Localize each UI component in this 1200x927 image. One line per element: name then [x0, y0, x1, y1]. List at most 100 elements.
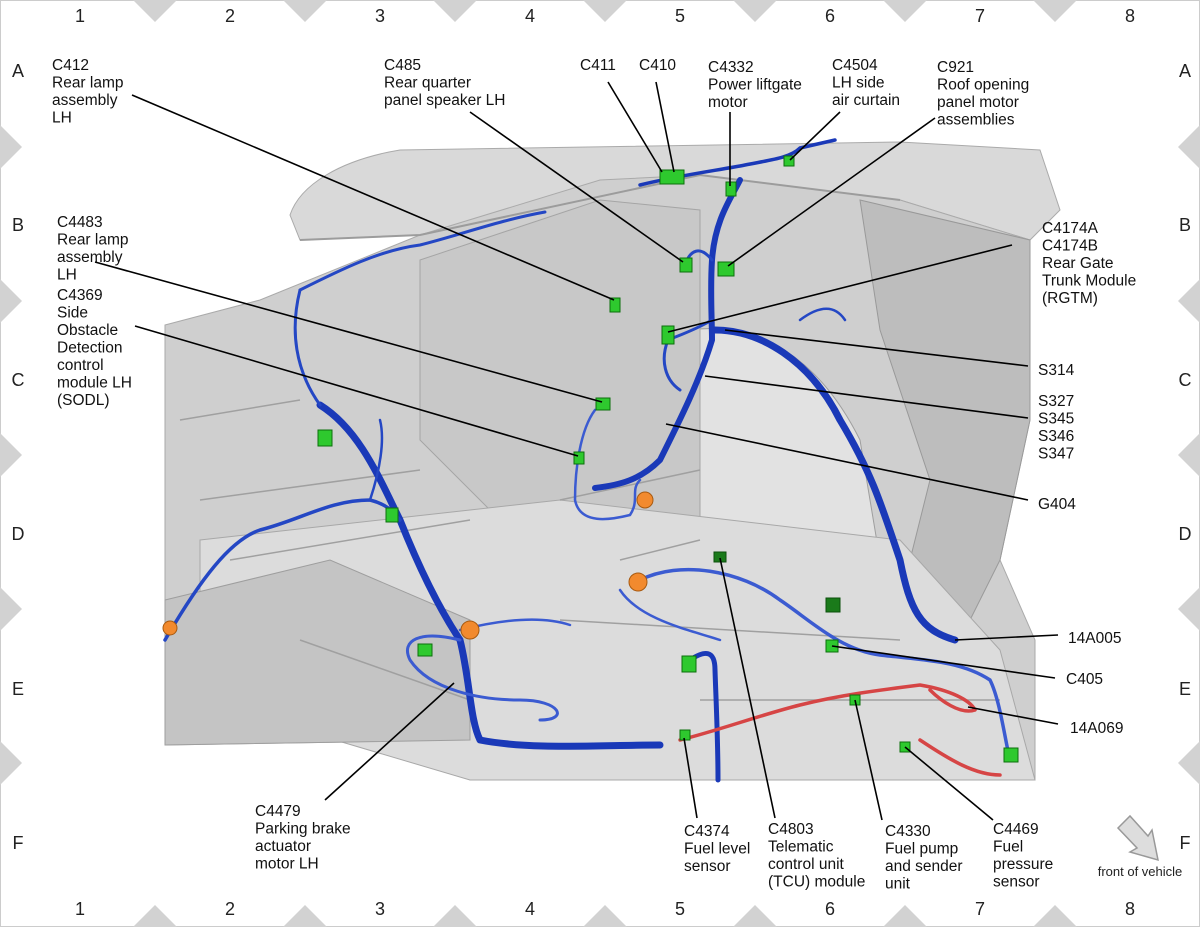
ground-terminal-floor	[628, 572, 648, 592]
callout-text-line: C412	[52, 57, 89, 74]
grid-marker-top	[433, 0, 477, 22]
grid-marker-right	[1178, 433, 1200, 477]
harness-center-loop	[573, 408, 642, 521]
callout-text-line: Rear lamp	[57, 232, 129, 249]
callout-text-line: 14A069	[1070, 720, 1123, 737]
grid-marker-left	[0, 587, 22, 631]
grid-marker-top	[583, 0, 627, 22]
callout-text-line: unit	[885, 876, 911, 893]
callout-text-line: C4330	[885, 823, 931, 840]
callout-text-line: C4374	[684, 823, 730, 840]
leader-lines	[94, 81, 1059, 821]
grid-marker-top	[283, 0, 327, 22]
callout-text-line: Detection	[57, 340, 122, 357]
leader-c405	[831, 645, 1056, 679]
leader-c4369	[134, 325, 579, 457]
callout-text-line: S347	[1038, 446, 1074, 463]
callout-text-line: LH	[57, 267, 77, 284]
callout-text-line: C405	[1066, 671, 1103, 688]
grid-column-label: 1	[75, 6, 85, 26]
callout-text-line: LH	[52, 110, 72, 127]
callout-s314: S314	[1038, 362, 1075, 379]
callout-text-line: C4369	[57, 287, 103, 304]
grid-column-label: 6	[825, 6, 835, 26]
grid-marker-right	[1178, 125, 1200, 169]
callout-text-line: sensor	[684, 858, 731, 875]
callout-text-line: assembly	[57, 249, 123, 266]
callout-text-line: Side	[57, 305, 88, 322]
callout-text-line: motor	[708, 94, 748, 111]
callout-text-line: assemblies	[937, 112, 1015, 129]
callout-g404: G404	[1038, 496, 1076, 513]
callout-text-line: C4479	[255, 803, 301, 820]
connector-c4174	[661, 325, 675, 345]
grid-marker-bottom	[733, 905, 777, 927]
grid-marker-right	[1178, 741, 1200, 785]
callout-text-line: Fuel level	[684, 841, 750, 858]
harness-floor-mid	[618, 588, 722, 642]
grid-marker-left	[0, 433, 22, 477]
leader-c4479	[324, 682, 455, 801]
grid-row-label: C	[1179, 370, 1192, 390]
grid-column-label: 4	[525, 6, 535, 26]
grid-column-label: 5	[675, 6, 685, 26]
roof-edge-line	[299, 173, 901, 241]
callout-text-line: Telematic	[768, 839, 834, 856]
callout-text-line: Parking brake	[255, 821, 351, 838]
grid-marker-bottom	[583, 905, 627, 927]
grid-marker-top	[133, 0, 177, 22]
connector-c412	[609, 297, 621, 313]
callout-text-line: panel motor	[937, 94, 1019, 111]
callout-text-line: Rear Gate	[1042, 255, 1114, 272]
connector-c411-c410	[659, 169, 685, 185]
leader-g404	[665, 423, 1029, 501]
leader-c412	[131, 94, 615, 301]
callout-text-line: C4174A	[1042, 220, 1099, 237]
connector-rear-right	[1003, 747, 1019, 763]
harness-left-branch	[368, 418, 384, 502]
grid-marker-bottom	[883, 905, 927, 927]
front-arrow-icon	[1116, 814, 1159, 862]
harness-floor-loop-a	[406, 634, 559, 722]
leader-c4174	[667, 244, 1013, 333]
connector-c4332	[725, 181, 737, 197]
grid-row-label: D	[12, 524, 25, 544]
leader-s314	[724, 329, 1029, 367]
ground-terminal-left	[460, 620, 480, 640]
grid-column-label: 3	[375, 6, 385, 26]
callout-text-line: C4803	[768, 821, 814, 838]
callout-text-line: (TCU) module	[768, 874, 865, 891]
grid-row-label: F	[13, 833, 24, 853]
connector-c4374	[679, 729, 691, 741]
leader-c4504	[789, 111, 841, 161]
callout-text-line: (SODL)	[57, 392, 110, 409]
connector-right-floor	[825, 597, 841, 613]
leader-14a005	[954, 634, 1059, 641]
leader-c410	[655, 81, 675, 173]
callout-text-line: C4174B	[1042, 238, 1098, 255]
callout-c405: C405	[1066, 671, 1103, 688]
grid-column-label: 3	[375, 899, 385, 919]
grid-row-label: B	[1179, 215, 1191, 235]
callout-c4369: C4369SideObstacleDetectioncontrolmodule …	[57, 287, 132, 409]
grid-row-label: A	[1179, 61, 1191, 81]
grid-row-label: A	[12, 61, 24, 81]
leader-c411	[607, 81, 663, 173]
ground-terminal-edge	[162, 620, 178, 636]
harness-14a069	[678, 683, 1002, 777]
harness-tcu-drop	[687, 651, 721, 783]
callout-text-line: Roof opening	[937, 77, 1029, 94]
leader-c921	[727, 117, 936, 267]
connector-c4479	[417, 643, 433, 657]
